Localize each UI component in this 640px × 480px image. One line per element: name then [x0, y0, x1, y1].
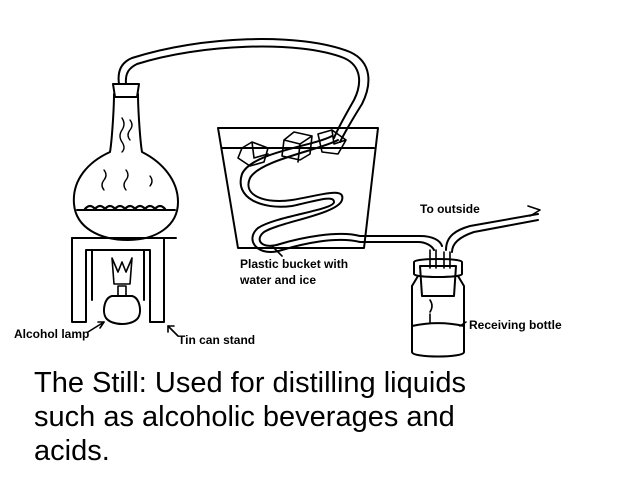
vent-tube	[445, 205, 541, 253]
caption: The Still: Used for distilling liquids s…	[34, 366, 634, 468]
delivery-tube	[117, 38, 370, 143]
receiving-bottle-label: Receiving bottle	[469, 318, 562, 332]
caption-line-2: such as alcoholic beverages and	[34, 401, 455, 433]
caption-line-1: The Still: Used for distilling liquids	[34, 367, 466, 399]
label-arrows	[87, 245, 467, 337]
to-outside-label: To outside	[420, 202, 480, 216]
plastic-bucket	[217, 127, 379, 249]
round-bottom-flask	[72, 83, 179, 241]
bucket-label-line2: water and ice	[240, 273, 317, 287]
receiving-bottle	[411, 249, 465, 358]
alcohol-lamp	[103, 257, 141, 325]
tin-can-stand	[71, 237, 177, 323]
caption-line-3: acids.	[34, 435, 110, 467]
condenser-coil	[239, 135, 443, 253]
tin-can-stand-label: Tin can stand	[178, 333, 256, 347]
bucket-label-line1: Plastic bucket with	[240, 257, 349, 271]
alcohol-lamp-label: Alcohol lamp	[14, 327, 90, 341]
